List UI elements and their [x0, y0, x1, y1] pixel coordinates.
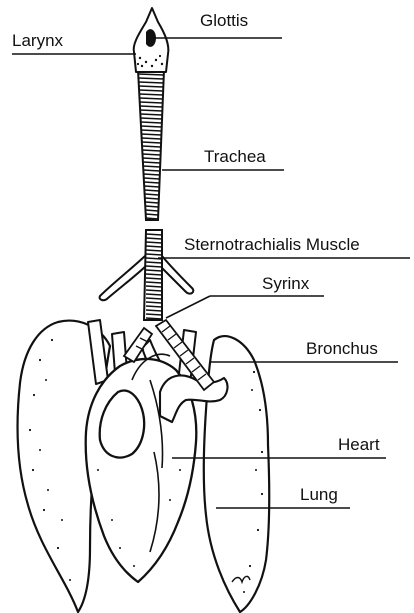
label-lung: Lung — [300, 485, 338, 504]
label-bronchus: Bronchus — [306, 339, 378, 358]
label-trachea: Trachea — [204, 147, 266, 166]
right-lung — [204, 336, 270, 612]
label-heart: Heart — [338, 435, 380, 454]
label-sternotrachialis: Sternotrachialis Muscle — [184, 235, 360, 254]
label-larynx: Larynx — [12, 31, 64, 50]
label-syrinx: Syrinx — [262, 274, 310, 293]
leader-syrinx — [166, 296, 210, 318]
label-glottis: Glottis — [200, 11, 248, 30]
